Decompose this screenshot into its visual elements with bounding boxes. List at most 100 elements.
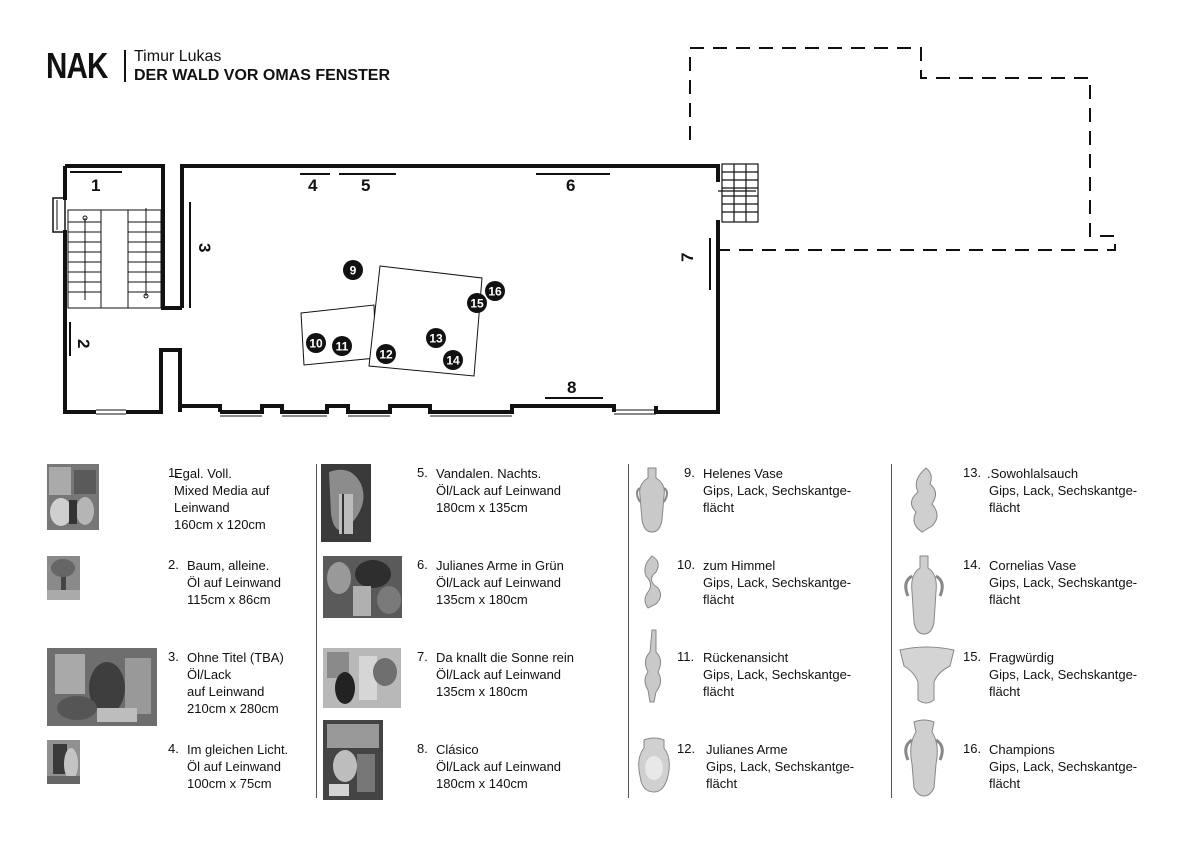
catalog-number-12: 12. [677, 741, 696, 756]
catalog-medium-15: Gips, Lack, Sechskantge- [989, 667, 1138, 682]
catalog-size-5: 180cm x 135cm [436, 500, 528, 515]
catalog-medium-1b: Leinwand [174, 500, 230, 515]
sculpture-thumbnail-15 [899, 646, 955, 704]
catalog-number-8: 8. [417, 741, 428, 756]
artwork-thumbnail-1 [47, 464, 99, 530]
artwork-thumbnail-7 [323, 648, 401, 708]
catalog-size-6: 135cm x 180cm [436, 592, 528, 607]
marker-15: 15 [467, 293, 487, 313]
catalog-number-1: 1. [168, 465, 179, 480]
marker-13: 13 [426, 328, 446, 348]
logo-divider [124, 50, 126, 82]
catalog-text-9: Helenes Vase Gips, Lack, Sechskantge- fl… [703, 465, 851, 516]
catalog-title-6: Julianes Arme in Grün [436, 558, 564, 573]
catalog-medium-11b: flächt [703, 684, 735, 699]
catalog-medium-3: Öl/Lack [187, 667, 232, 682]
artwork-thumbnail-3 [47, 648, 157, 726]
catalog-text-11: Rückenansicht Gips, Lack, Sechskantge- f… [703, 649, 851, 700]
exhibition-title: DER WALD VOR OMAS FENSTER [134, 67, 391, 84]
catalog-size-1: 160cm x 120cm [174, 517, 266, 532]
marker-10: 10 [306, 333, 326, 353]
catalog-size-8: 180cm x 140cm [436, 776, 528, 791]
catalog-number-5: 5. [417, 465, 428, 480]
catalog-size-3: 210cm x 280cm [187, 701, 279, 716]
right-exit-steps [718, 163, 759, 223]
catalog-title-12: Julianes Arme [706, 742, 788, 757]
column-divider-3 [891, 464, 892, 798]
catalog-size-4: 100cm x 75cm [187, 776, 272, 791]
catalog-number-2: 2. [168, 557, 179, 572]
wall-label-3: 3 [195, 243, 214, 252]
catalog-medium-16: Gips, Lack, Sechskantge- [989, 759, 1138, 774]
catalog-text-2: Baum, alleine. Öl auf Leinwand 115cm x 8… [187, 557, 281, 608]
left-entrance-door [52, 197, 66, 233]
catalog-title-1: Egal. Voll. [174, 466, 232, 481]
catalog-title-8: Clásico [436, 742, 479, 757]
marker-12: 12 [376, 344, 396, 364]
catalog-text-7: Da knallt die Sonne rein Öl/Lack auf Lei… [436, 649, 574, 700]
marker-11-label: 11 [336, 340, 349, 354]
catalog-medium-10: Gips, Lack, Sechskantge- [703, 575, 852, 590]
catalog-medium-10b: flächt [703, 592, 735, 607]
plinth-large [368, 265, 483, 377]
marker-15-label: 15 [470, 297, 484, 311]
stairwell-walls [63, 164, 182, 414]
catalog-number-13: 13. [963, 465, 982, 480]
staircase [67, 208, 162, 309]
catalog-title-4: Im gleichen Licht. [187, 742, 289, 757]
catalog-size-2: 115cm x 86cm [187, 592, 271, 607]
artist-name: Timur Lukas [134, 48, 222, 65]
catalog-medium-14: Gips, Lack, Sechskantge- [989, 575, 1138, 590]
catalog-text-3: Ohne Titel (TBA) Öl/Lack auf Leinwand 21… [187, 649, 284, 717]
artwork-thumbnail-5 [321, 464, 371, 542]
wall-label-7: 7 [678, 253, 697, 262]
sculpture-thumbnail-14 [904, 555, 944, 635]
catalog-medium-9: Gips, Lack, Sechskantge- [703, 483, 852, 498]
catalog-title-11: Rückenansicht [703, 650, 789, 665]
marker-14: 14 [443, 350, 463, 370]
catalog-size-7: 135cm x 180cm [436, 684, 528, 699]
catalog-title-10: zum Himmel [703, 558, 776, 573]
wall-label-6: 6 [566, 176, 575, 195]
column-divider-1 [316, 464, 317, 798]
catalog-text-10: zum Himmel Gips, Lack, Sechskantge- fläc… [703, 557, 851, 608]
marker-13-label: 13 [429, 332, 443, 346]
wall-label-1: 1 [91, 176, 100, 195]
catalog-medium-7: Öl/Lack auf Leinwand [436, 667, 562, 682]
catalog-medium-11: Gips, Lack, Sechskantge- [703, 667, 852, 682]
catalog-number-6: 6. [417, 557, 428, 572]
catalog-number-9: 9. [684, 465, 695, 480]
marker-16-label: 16 [488, 285, 502, 299]
sculpture-thumbnail-11 [644, 629, 662, 703]
marker-10-label: 10 [309, 337, 323, 351]
catalog-title-5: Vandalen. Nachts. [436, 466, 542, 481]
catalog-text-1: Egal. Voll. Mixed Media auf Leinwand 160… [174, 465, 269, 533]
column-divider-2 [628, 464, 629, 798]
catalog-medium-8: Öl/Lack auf Leinwand [436, 759, 562, 774]
catalog-medium-9b: flächt [703, 500, 735, 515]
catalog-medium-15b: flächt [989, 684, 1021, 699]
artwork-thumbnail-2 [47, 556, 80, 600]
catalog-title-9: Helenes Vase [703, 466, 783, 481]
catalog-medium-14b: flächt [989, 592, 1021, 607]
catalog-number-3: 3. [168, 649, 179, 664]
wall-label-8: 8 [567, 378, 576, 397]
sculpture-thumbnail-12 [638, 737, 670, 793]
catalog-number-7: 7. [417, 649, 428, 664]
catalog-text-12: Julianes Arme Gips, Lack, Sechskantge- f… [706, 741, 854, 792]
sculpture-thumbnail-10 [644, 555, 662, 609]
catalog-medium-4: Öl auf Leinwand [187, 759, 281, 774]
catalog-title-7: Da knallt die Sonne rein [436, 650, 575, 665]
catalog-text-4: Im gleichen Licht. Öl auf Leinwand 100cm… [187, 741, 288, 792]
marker-9: 9 [343, 260, 363, 280]
catalog-title-15: Fragwürdig [989, 650, 1055, 665]
catalog-medium-2: Öl auf Leinwand [187, 575, 281, 590]
artwork-thumbnail-8 [323, 720, 383, 800]
wall-label-5: 5 [361, 176, 370, 195]
catalog-number-11: 11. [677, 649, 695, 664]
catalog-number-15: 15. [963, 649, 982, 664]
marker-12-label: 12 [379, 348, 393, 362]
catalog-medium-12b: flächt [706, 776, 738, 791]
wall-segments [69, 171, 711, 399]
wall-label-2: 2 [74, 339, 93, 348]
